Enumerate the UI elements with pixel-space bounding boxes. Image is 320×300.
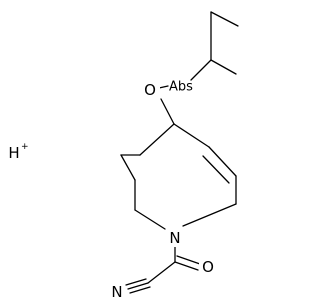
bond-c6-n [134,209,166,230]
bond-c-c-nitrile [147,261,176,284]
atom-nitrogen-nitrile: N [111,283,122,300]
bond-ch3-ch2 [210,11,239,27]
hydrogen-charge: + [21,142,29,152]
bond-c2-c1 [120,154,136,181]
bond-nitrile-c [129,286,151,294]
bond-ch2-o [190,59,212,81]
atom-oxygen-ether: O [144,81,156,99]
bond-c4-c3 [139,123,175,156]
bond-ch2-o-upper [210,59,237,75]
bond-c-o-carbonyl-a [174,261,199,271]
atom-nitrogen-ring: N [169,229,180,247]
atom-hydrogen-ion: H [8,144,19,162]
molecule-structure: O Abs N O N H + [8,11,239,300]
bond-nitrile-a [127,282,149,290]
bond-c5-c6b-double [202,155,230,184]
bond-o-side [158,85,169,89]
bond-c-o-carbonyl-b [176,255,201,265]
atom-oxygen-carbonyl: O [202,258,214,276]
stereo-abs-label: Abs [169,80,193,95]
bond-c4-c5 [173,123,210,148]
bond-c5-c6b [208,146,237,177]
bond-o-c4 [160,98,175,125]
bond-nitrile-b [125,278,147,286]
bond-c6b-n [182,203,237,227]
